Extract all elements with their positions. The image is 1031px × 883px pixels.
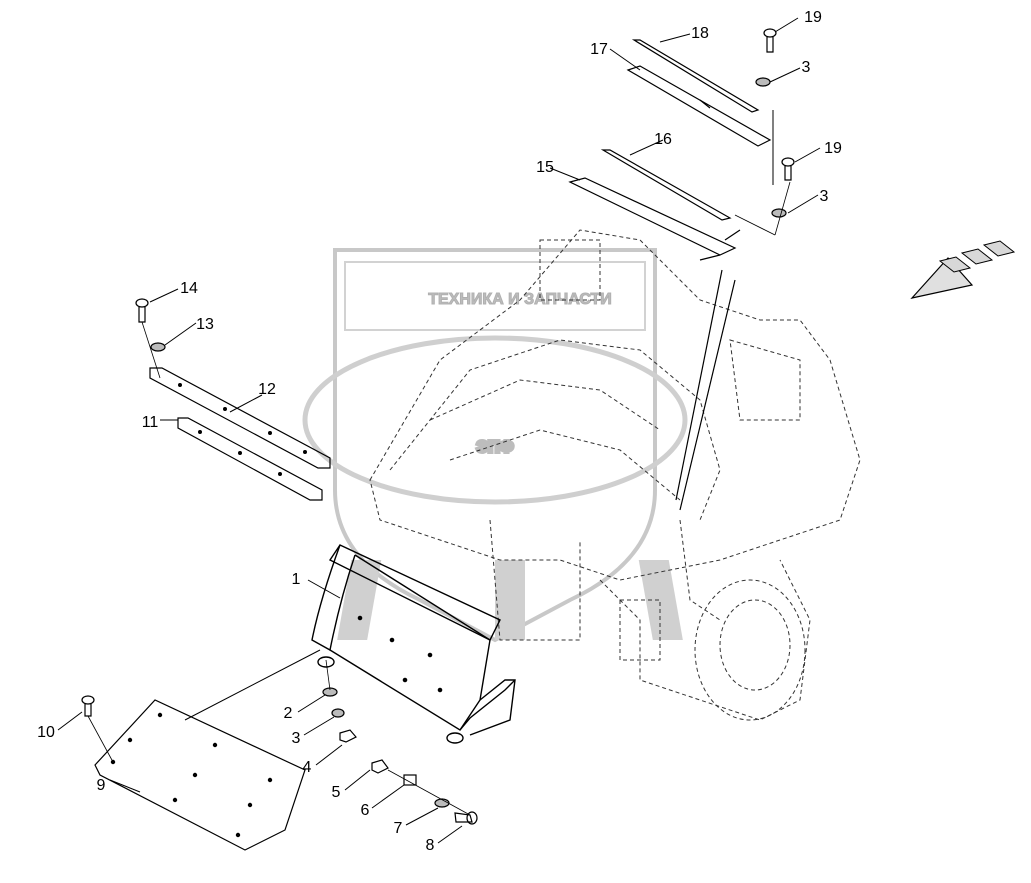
- callout-9: 9: [97, 777, 106, 794]
- part-3-washer-low: [331, 708, 345, 718]
- part-8-bolt: [454, 811, 478, 825]
- part-12-strip: [149, 367, 331, 469]
- chassis-frame: [369, 229, 861, 721]
- callout-18: 18: [691, 25, 709, 42]
- callout-14: 14: [180, 280, 198, 297]
- callout-labels: 1 2 3 4 5 6 7 8 9 10 11 12 13 14 15 16 1…: [37, 9, 842, 854]
- part-6-spacer: [403, 774, 417, 786]
- part-3-washer-top: [755, 77, 771, 87]
- callout-12: 12: [258, 381, 276, 398]
- watermark-logo: ЭПФ: [477, 439, 514, 456]
- part-19-bolt-mid: [781, 157, 795, 181]
- part-19-bolt-top: [763, 28, 777, 53]
- part-18-strip: [631, 39, 760, 113]
- callout-8: 8: [426, 837, 435, 854]
- callout-3: 3: [292, 730, 301, 747]
- fasteners: [81, 28, 795, 825]
- part-13-washer: [150, 342, 166, 352]
- part-4-nut: [339, 729, 357, 743]
- callout-15: 15: [536, 159, 554, 176]
- callout-3-mid: 3: [820, 188, 829, 205]
- watermark: ТЕХНИКА И ЗАПЧАСТИ ЭПФ: [302, 248, 688, 643]
- part-9-bottom-plate: [94, 699, 306, 851]
- part-7-washer: [434, 798, 450, 808]
- callout-16: 16: [654, 131, 672, 148]
- callout-19-mid: 19: [824, 140, 842, 157]
- callout-3-top: 3: [802, 59, 811, 76]
- callout-11: 11: [142, 414, 159, 431]
- callout-1: 1: [292, 571, 301, 588]
- callout-6: 6: [361, 802, 370, 819]
- part-14-bolt: [135, 298, 149, 323]
- part-17-plate: [626, 65, 772, 147]
- direction-arrow-icon: [910, 240, 1016, 299]
- callout-10: 10: [37, 724, 55, 741]
- callout-4: 4: [303, 759, 312, 776]
- callout-17: 17: [590, 41, 608, 58]
- callout-7: 7: [394, 820, 403, 837]
- watermark-shield: [333, 248, 657, 643]
- callout-13: 13: [196, 316, 214, 333]
- part-16-strip: [600, 149, 732, 221]
- part-5-nut: [371, 759, 389, 774]
- part-11-strip: [177, 417, 323, 501]
- callout-2: 2: [284, 705, 293, 722]
- part-15-plate: [568, 177, 741, 261]
- part-3-washer-mid: [771, 208, 787, 218]
- part-1-tray: [311, 544, 516, 744]
- part-10-bolt: [81, 695, 95, 717]
- callout-5: 5: [332, 784, 341, 801]
- callout-19-top: 19: [804, 9, 822, 26]
